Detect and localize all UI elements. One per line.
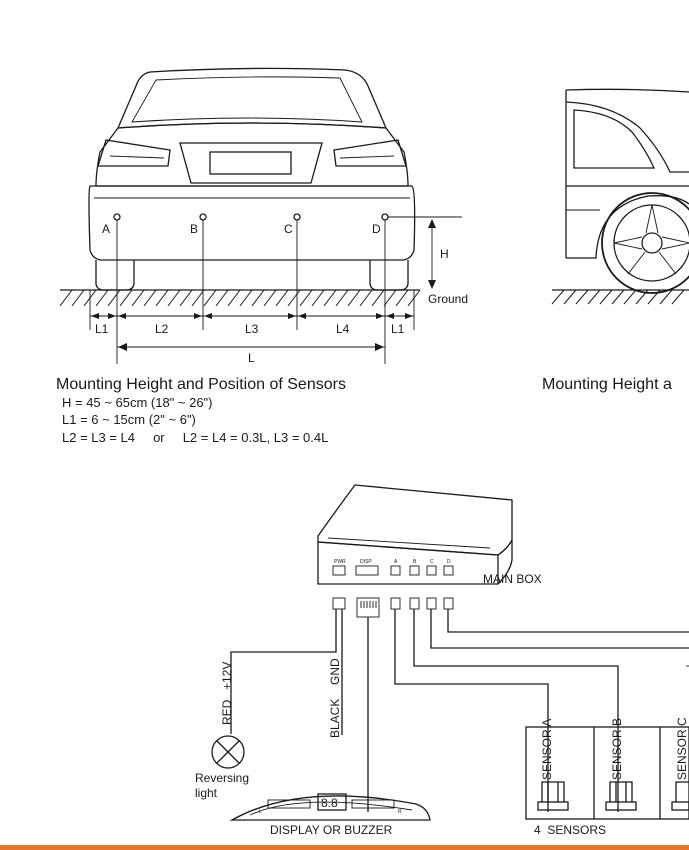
sensor-c-label: SENSOR C [675,717,689,780]
height-dimension [388,216,462,289]
lamp-label-2: light [195,786,218,800]
ground-label: Ground [428,292,468,306]
dim-l2: L2 [155,322,169,336]
connector-plugs [332,597,454,618]
rear-view-caption: Mounting Height and Position of Sensors [56,376,346,393]
reversing-lamp [211,735,245,769]
port-label-pwr: PWR [334,559,346,565]
spec-height: H = 45 ~ 65cm (18" ~ 26") [62,395,213,410]
accent-bar [0,845,689,850]
sensor-label-d: D [372,222,381,236]
dim-total-l: L [248,351,255,365]
dim-l1-left: L1 [95,322,109,336]
main-box-label: MAIN BOX [483,572,542,586]
sensor-b-body [605,781,637,811]
sensor-label-b: B [190,222,198,236]
wire-label-red: RED [220,699,234,725]
wire-label-12v: +12V [220,662,234,690]
port-label-a: A [394,559,398,565]
display-unit [229,793,431,821]
port-label-disp: DISP [360,559,372,565]
wire-label-gnd: GND [328,658,342,685]
dimension-chain [90,313,414,351]
projection-lines [89,220,415,364]
rear-view-car [88,67,416,291]
sensor-a-label: SENSOR A [540,719,554,780]
wire-label-black: BLACK [328,699,342,738]
dim-l1-right: L1 [391,322,405,336]
spec-l1: L1 = 6 ~ 15cm (2" ~ 6") [62,412,196,427]
display-right-label: R [398,809,402,815]
dim-l4: L4 [336,322,350,336]
sensor-boxes [525,726,689,820]
display-left-label: L [259,809,262,815]
sensor-label-a: A [102,222,110,236]
port-label-c: C [430,559,434,565]
side-view-caption: Mounting Height a [542,376,672,393]
spec-spacing: L2 = L3 = L4 or L2 = L4 = 0.3L, L3 = 0.4… [62,430,328,445]
sensor-label-c: C [284,222,293,236]
dim-l3: L3 [245,322,259,336]
port-label-b: B [413,559,417,565]
sensor-a-body [537,781,569,811]
sensor-b-label: SENSOR B [610,718,624,780]
port-label-d: D [447,559,451,565]
lamp-label-1: Reversing [195,771,249,785]
main-box [317,484,513,585]
wires [230,609,689,812]
sensors-caption: 4 SENSORS [534,823,606,837]
main-box-ports [332,565,454,576]
ground-hatch [59,289,421,307]
height-label: H [440,247,449,261]
display-label: DISPLAY OR BUZZER [270,823,393,837]
sensor-c-body [671,781,689,811]
rear-sensors [113,213,389,221]
side-view-car [551,88,689,305]
display-digits: 8.8 [321,796,338,810]
